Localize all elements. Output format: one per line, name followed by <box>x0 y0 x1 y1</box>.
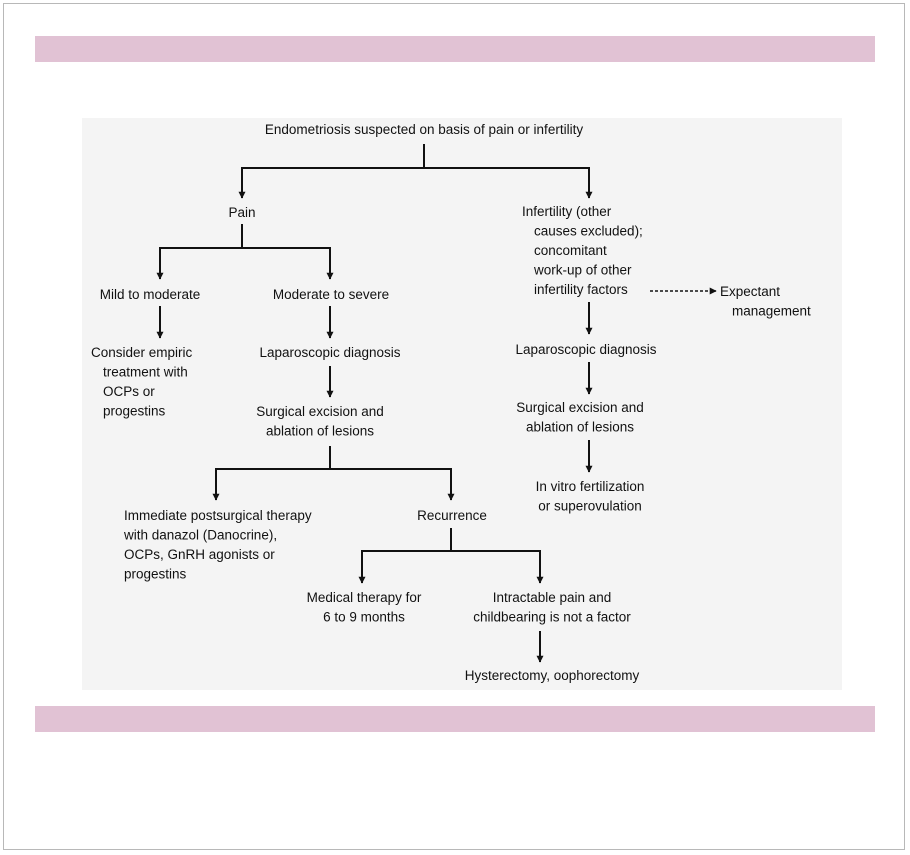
node-line: infertility factors <box>534 282 628 297</box>
node-line: Laparoscopic diagnosis <box>259 345 400 360</box>
node-recurrence: Recurrence <box>417 508 487 523</box>
node-line: causes excluded); <box>534 224 643 239</box>
node-intractable: Intractable pain and childbearing is not … <box>473 590 631 625</box>
footer-band <box>35 706 875 732</box>
node-line: Mild to moderate <box>100 287 201 302</box>
node-line: OCPs or <box>103 384 155 399</box>
node-hysterectomy: Hysterectomy, oophorectomy <box>465 668 640 683</box>
node-line: Immediate postsurgical therapy <box>124 508 312 523</box>
node-line: Expectant <box>720 284 780 299</box>
node-line: Infertility (other <box>522 204 612 219</box>
node-lap-pain: Laparoscopic diagnosis <box>259 345 400 360</box>
figure-frame <box>3 3 905 850</box>
connectors <box>156 144 717 663</box>
node-line: progestins <box>124 567 187 582</box>
node-line: concomitant <box>534 243 607 258</box>
node-line: Medical therapy for <box>307 590 422 605</box>
node-expectant: Expectant management <box>720 284 811 319</box>
node-surg-pain: Surgical excision and ablation of lesions <box>256 404 384 439</box>
header-band <box>35 36 875 62</box>
node-line: Endometriosis suspected on basis of pain… <box>265 122 583 137</box>
node-line: or superovulation <box>538 499 642 514</box>
node-moderate: Moderate to severe <box>273 287 389 302</box>
node-labels: Endometriosis suspected on basis of pain… <box>91 122 811 683</box>
node-line: ablation of lesions <box>266 424 374 439</box>
node-line: In vitro fertilization <box>536 479 645 494</box>
node-line: progestins <box>103 404 166 419</box>
node-pain: Pain <box>228 205 255 220</box>
node-line: Surgical excision and <box>516 400 644 415</box>
node-line: OCPs, GnRH agonists or <box>124 547 275 562</box>
node-lap-inf: Laparoscopic diagnosis <box>515 342 656 357</box>
node-immediate: Immediate postsurgical therapy with danaz… <box>123 508 312 582</box>
node-line: Hysterectomy, oophorectomy <box>465 668 640 683</box>
node-line: Moderate to severe <box>273 287 389 302</box>
node-line: Laparoscopic diagnosis <box>515 342 656 357</box>
node-line: with danazol (Danocrine), <box>123 528 277 543</box>
node-line: Consider empiric <box>91 345 193 360</box>
diagram-panel <box>82 118 842 690</box>
node-start: Endometriosis suspected on basis of pain… <box>265 122 583 137</box>
node-line: Intractable pain and <box>493 590 612 605</box>
node-line: 6 to 9 months <box>323 610 405 625</box>
node-infertility: Infertility (other causes excluded); conco… <box>522 204 643 297</box>
node-mild: Mild to moderate <box>100 287 201 302</box>
node-line: Pain <box>228 205 255 220</box>
node-medical: Medical therapy for 6 to 9 months <box>307 590 422 625</box>
node-line: ablation of lesions <box>526 420 634 435</box>
node-surg-inf: Surgical excision and ablation of lesions <box>516 400 644 435</box>
node-line: management <box>732 304 811 319</box>
node-line: Surgical excision and <box>256 404 384 419</box>
node-ivf: In vitro fertilization or superovulation <box>536 479 645 514</box>
node-line: childbearing is not a factor <box>473 610 631 625</box>
node-line: treatment with <box>103 365 188 380</box>
node-line: Recurrence <box>417 508 487 523</box>
node-line: work-up of other <box>533 263 632 278</box>
